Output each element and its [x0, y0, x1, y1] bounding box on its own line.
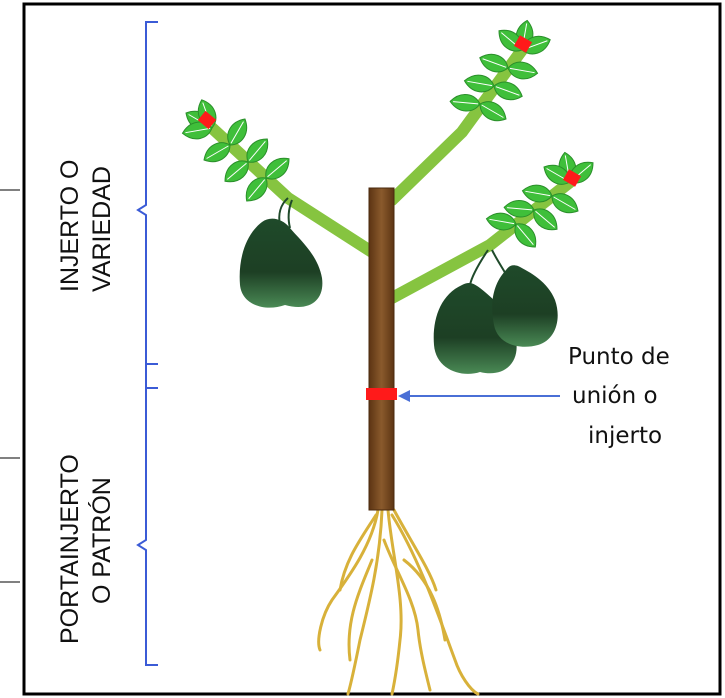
frame-border: [22, 2, 722, 696]
graft-point-label-line1: Punto de: [568, 344, 670, 370]
tip-marker-right: [562, 169, 582, 187]
rootstock-label-line2: O PATRÓN: [87, 477, 116, 604]
graft-point-label-line2: unión o: [572, 383, 658, 409]
rootstock-label-line1: PORTAINJERTO: [56, 454, 84, 644]
tip-marker-left: [197, 110, 217, 130]
tip-marker-top: [513, 35, 533, 53]
scion-bracket: [136, 21, 158, 389]
roots: [317, 508, 480, 696]
trunk: [368, 187, 395, 511]
graft-point-label-line3: injerto: [588, 423, 662, 449]
scion-label-line2: VARIEDAD: [88, 166, 116, 292]
graft-point-marker: [366, 388, 397, 400]
scion-label-line1: INJERTO O: [56, 160, 84, 292]
rootstock-bracket: [136, 363, 158, 666]
avocado-icon: [239, 218, 323, 308]
avocado-icon: [492, 265, 558, 347]
arrow-head-icon: [398, 390, 410, 402]
